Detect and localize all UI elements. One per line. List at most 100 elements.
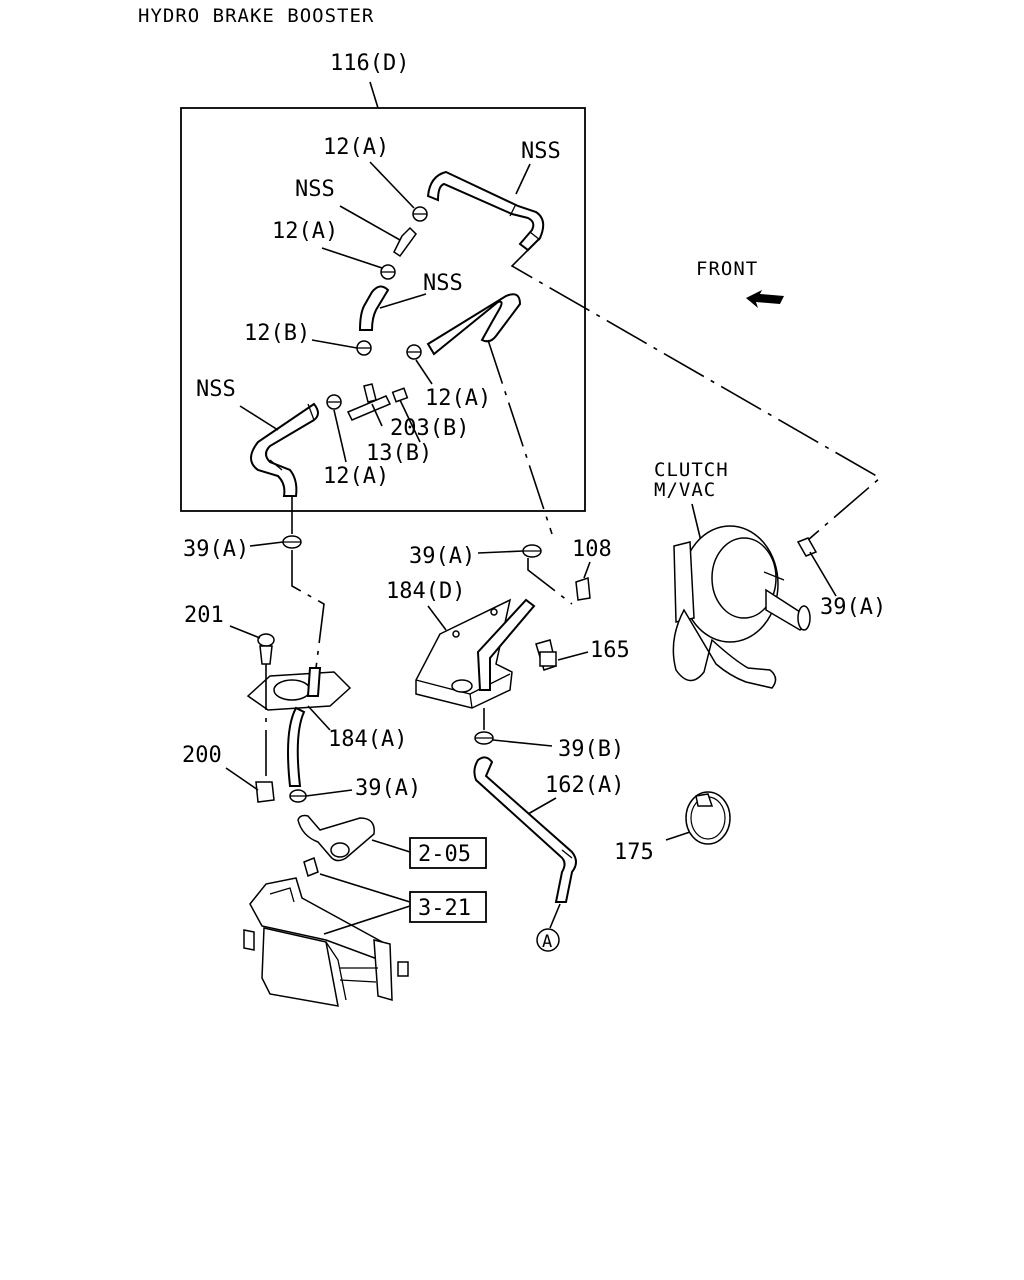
callout-201: 201 xyxy=(184,603,224,628)
hose-long-right xyxy=(426,293,522,356)
callout-162a: 162(A) xyxy=(545,773,624,798)
callout-184a: 184(A) xyxy=(328,727,407,752)
leader-13b xyxy=(399,399,421,443)
clamp-12b xyxy=(356,340,372,356)
leader-184d xyxy=(427,605,447,631)
leader-3-21-a xyxy=(319,873,411,903)
leader-203b xyxy=(371,403,383,427)
clamp-39a-left xyxy=(282,535,302,549)
callout-175: 175 xyxy=(614,840,654,865)
clutch-label-line1: CLUTCH xyxy=(654,459,729,481)
callout-12a-3: 12(A) xyxy=(425,386,491,411)
callout-nss-3: NSS xyxy=(423,271,463,296)
fitting-2-05 xyxy=(297,814,375,862)
leader-2-05 xyxy=(371,839,411,853)
tee-joint-203b xyxy=(346,383,392,421)
callout-39a-2: 39(A) xyxy=(409,544,475,569)
line-to-clutch xyxy=(510,249,882,541)
leader-12b xyxy=(311,339,358,349)
ref-box-3-21 xyxy=(409,891,487,923)
line-to-39a-mid xyxy=(487,339,553,535)
leader-108 xyxy=(583,561,591,579)
clamp-39b xyxy=(474,731,494,745)
front-label: FRONT xyxy=(696,258,758,280)
fitting-3-21 xyxy=(303,856,319,878)
callout-39a-4: 39(A) xyxy=(355,776,421,801)
leader-nss-1 xyxy=(515,163,531,195)
callout-203b: 203(B) xyxy=(390,416,469,441)
connector-a-circle xyxy=(536,928,560,952)
callout-12a-2: 12(A) xyxy=(272,219,338,244)
leader-39a-4 xyxy=(305,789,353,797)
callout-116d: 116(D) xyxy=(330,51,409,76)
assembly-frame-116d xyxy=(180,107,586,512)
callout-nss-4: NSS xyxy=(196,377,236,402)
callout-200: 200 xyxy=(182,743,222,768)
hose-162a xyxy=(473,756,577,903)
connector-a: A xyxy=(542,932,552,952)
line-mid-lower xyxy=(527,558,573,605)
leader-200 xyxy=(225,767,259,791)
clamp-12a-fourth xyxy=(326,394,342,410)
leader-3-21-b xyxy=(323,905,411,935)
ref-box-2-05 xyxy=(409,837,487,869)
callout-13b: 13(B) xyxy=(366,441,432,466)
callout-12b: 12(B) xyxy=(244,321,310,346)
clutch-master-vac xyxy=(672,525,811,689)
leader-12a-2 xyxy=(321,247,383,269)
fitting-108 xyxy=(575,576,591,601)
callout-184d: 184(D) xyxy=(386,579,465,604)
leader-39a-2 xyxy=(477,550,524,554)
leader-39a-1 xyxy=(249,541,284,547)
hose-lower-left xyxy=(287,706,306,787)
callout-39a-1: 39(A) xyxy=(183,537,249,562)
leader-39a-3 xyxy=(809,551,837,597)
callout-108: 108 xyxy=(572,537,612,562)
leader-nss-4 xyxy=(239,405,279,431)
leader-184a xyxy=(307,705,331,731)
engine-component-3-21 xyxy=(243,877,409,1007)
clutch-label-line2: M/VAC xyxy=(654,479,716,501)
callout-39b: 39(B) xyxy=(558,737,624,762)
clip-200 xyxy=(255,781,275,803)
clamp-12a-third xyxy=(406,344,422,360)
leader-162a xyxy=(527,797,557,815)
clamp-39a-lower xyxy=(289,789,307,803)
bolt-201 xyxy=(257,633,275,665)
leader-201 xyxy=(229,625,261,639)
leader-nss-3 xyxy=(379,293,427,309)
callout-nss-1: NSS xyxy=(521,139,561,164)
leader-12a-4 xyxy=(333,409,347,463)
clamp-12a-second xyxy=(380,264,396,280)
ref-2-05[interactable]: 2-05 xyxy=(418,842,471,867)
bracket-184d xyxy=(415,598,536,709)
callout-165: 165 xyxy=(590,638,630,663)
clamp-39a-clutch xyxy=(796,537,818,557)
clamp-12a-top xyxy=(412,206,428,222)
callout-12a-1: 12(A) xyxy=(323,135,389,160)
callout-12a-4: 12(A) xyxy=(323,464,389,489)
hose-nss-elbow xyxy=(358,285,390,331)
line-left-lower xyxy=(291,550,325,669)
diagram-title: HYDRO BRAKE BOOSTER xyxy=(138,5,374,27)
clamp-175 xyxy=(685,791,731,845)
hose-nss-top xyxy=(426,170,545,252)
leader-39b xyxy=(492,739,553,747)
bolt-165 xyxy=(535,639,557,671)
hose-nss-left xyxy=(250,402,319,497)
leader-nss-2 xyxy=(339,205,401,241)
leader-165 xyxy=(557,651,589,661)
connector-13b xyxy=(391,387,409,403)
ref-3-21[interactable]: 3-21 xyxy=(418,896,471,921)
callout-nss-2: NSS xyxy=(295,177,335,202)
leader-175 xyxy=(665,831,691,841)
leader-12a-3 xyxy=(415,359,433,385)
leader-116d xyxy=(369,81,379,109)
leader-12a-1 xyxy=(369,161,415,209)
front-arrow-icon xyxy=(746,290,784,308)
line-to-a xyxy=(549,903,561,929)
connector-nss xyxy=(393,226,417,258)
callout-39a-3: 39(A) xyxy=(820,595,886,620)
clamp-39a-mid xyxy=(522,544,542,558)
